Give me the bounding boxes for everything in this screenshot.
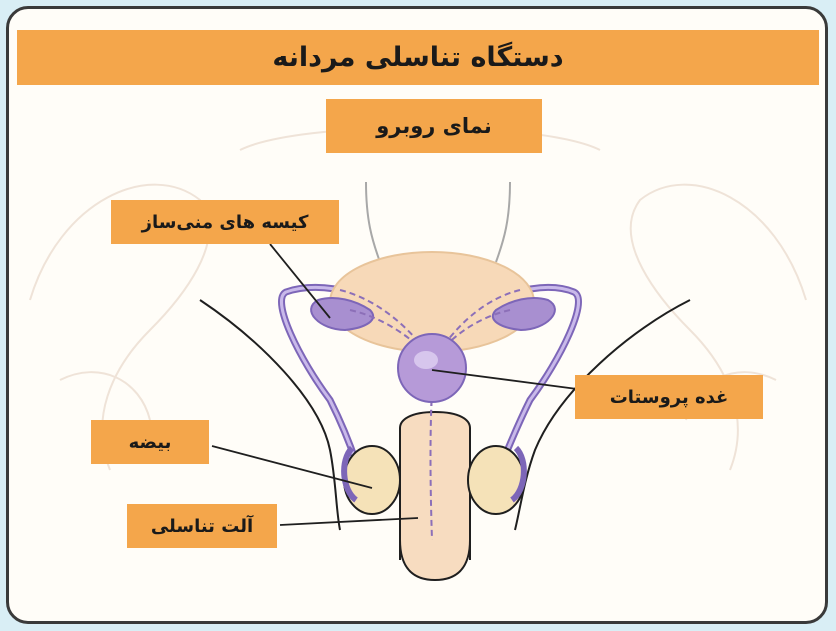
prostate-gland (398, 334, 466, 402)
bladder-upper-lines (366, 182, 510, 262)
prostate-highlight (414, 351, 438, 369)
label-prostate: غده پروستات (575, 375, 763, 419)
label-seminal-vesicles: کیسه های منی‌ساز (111, 200, 339, 244)
page-title: دستگاه تناسلی مردانه (17, 30, 819, 85)
label-penis: آلت تناسلی (127, 504, 277, 548)
view-subtitle: نمای روبرو (326, 99, 542, 153)
label-testis: بیضه (91, 420, 209, 464)
leader-penis (280, 518, 418, 525)
penis-shaft (400, 412, 470, 580)
